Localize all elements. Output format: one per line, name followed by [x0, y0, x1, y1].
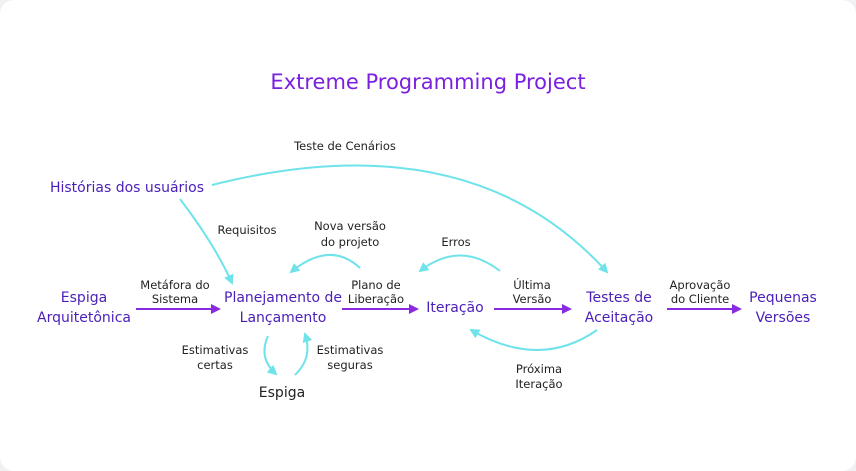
- node-small-releases: Pequenas Versões: [749, 290, 817, 326]
- label-scenarios: Teste de Cenários: [293, 139, 396, 153]
- label-line: Iteração: [515, 377, 562, 391]
- label-line: Liberação: [348, 292, 404, 306]
- arrow-confident-estimates: [294, 332, 313, 376]
- node-label-line: Planejamento de: [224, 290, 342, 306]
- label-new-version: Nova versão do projeto: [314, 219, 386, 249]
- node-label-line: Testes de: [585, 290, 651, 306]
- label-release-plan: Plano de Liberação: [348, 278, 404, 306]
- node-iteration: Iteração: [426, 300, 483, 316]
- arrow-stories-to-acceptance: [211, 164, 609, 274]
- label-uncertain-estimates: Estimativas certas: [182, 343, 249, 372]
- node-label-line: Lançamento: [240, 310, 327, 326]
- node-label-line: Pequenas: [749, 290, 817, 306]
- label-system-metaphor: Metáfora do Sistema: [140, 278, 209, 306]
- label-line: do projeto: [321, 235, 380, 249]
- node-label-line: Versões: [756, 310, 811, 326]
- label-confident-estimates: Estimativas seguras: [317, 343, 384, 372]
- label-line: Próxima: [516, 362, 562, 376]
- node-spike: Espiga: [259, 385, 305, 401]
- label-requirements: Requisitos: [217, 223, 276, 237]
- arrow-new-version: [289, 254, 361, 274]
- label-customer-approval: Aprovação do Cliente: [670, 278, 731, 306]
- arrow-next-iteration: [469, 328, 598, 351]
- label-bugs: Erros: [441, 235, 470, 249]
- label-latest-version: Última Versão: [513, 277, 552, 306]
- arrow-stories-to-release: [179, 198, 234, 285]
- node-label-line: Espiga: [61, 290, 107, 306]
- label-line: Sistema: [152, 292, 198, 306]
- arrow-uncertain-estimates: [263, 335, 278, 376]
- label-next-iteration: Próxima Iteração: [515, 362, 562, 391]
- node-acceptance-tests: Testes de Aceitação: [585, 290, 653, 326]
- node-architectural-spike: Espiga Arquitetônica: [37, 290, 131, 326]
- node-label-line: Arquitetônica: [37, 310, 131, 326]
- node-user-stories: Histórias dos usuários: [50, 180, 204, 196]
- label-line: seguras: [327, 358, 372, 372]
- label-line: Estimativas: [317, 343, 384, 357]
- label-line: Aprovação: [670, 278, 731, 292]
- label-line: Plano de: [351, 278, 401, 292]
- diagram-title: Extreme Programming Project: [270, 70, 585, 94]
- label-line: do Cliente: [671, 292, 729, 306]
- label-line: Nova versão: [314, 219, 386, 233]
- label-line: Estimativas: [182, 343, 249, 357]
- node-label-line: Aceitação: [585, 310, 653, 326]
- label-line: Metáfora do: [140, 278, 209, 292]
- label-line: Versão: [513, 292, 552, 306]
- label-line: certas: [197, 358, 233, 372]
- arrow-bugs: [418, 254, 501, 273]
- node-release-planning: Planejamento de Lançamento: [224, 290, 342, 326]
- label-line: Última: [513, 277, 551, 292]
